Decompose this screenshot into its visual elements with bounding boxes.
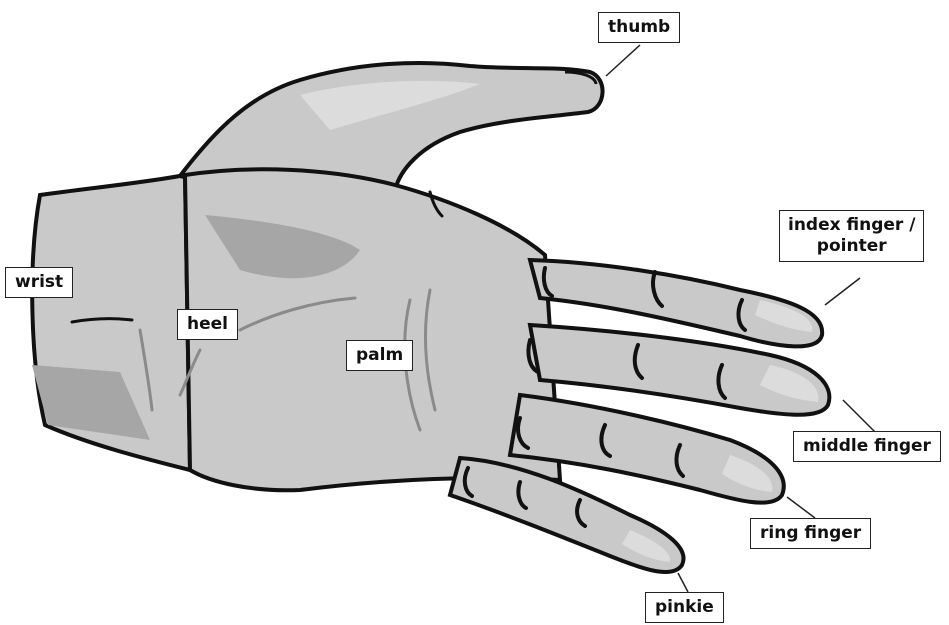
- leader-pinkie: [678, 573, 688, 592]
- label-palm: palm: [346, 340, 413, 371]
- label-index-finger: index finger / pointer: [779, 210, 924, 262]
- leader-index: [825, 278, 860, 305]
- leader-thumb: [606, 45, 640, 76]
- label-pinkie: pinkie: [645, 592, 724, 623]
- label-heel: heel: [177, 309, 238, 340]
- label-wrist: wrist: [5, 267, 73, 298]
- label-middle-finger: middle finger: [793, 431, 941, 462]
- label-thumb: thumb: [598, 12, 680, 43]
- label-index-finger-line2: pointer: [788, 236, 915, 257]
- label-ring-finger: ring finger: [750, 518, 871, 549]
- leader-middle: [843, 400, 875, 432]
- label-index-finger-line1: index finger /: [788, 215, 915, 236]
- leader-ring: [787, 497, 815, 518]
